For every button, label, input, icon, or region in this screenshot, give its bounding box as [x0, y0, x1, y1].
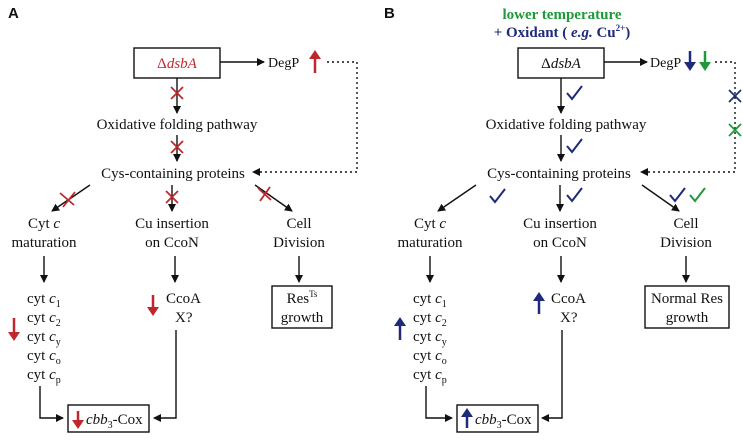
panel-a-cytc-label-2: maturation	[12, 235, 77, 251]
panel-b-degp-blue-down-arrow-icon	[684, 51, 696, 71]
panel-a-cyt-co: cyt co	[27, 348, 61, 367]
panel-a-cell-label-1: Cell	[287, 216, 312, 232]
panel-b-cyt-c1: cyt c1	[413, 291, 447, 310]
panel-b-green-check-icon	[689, 187, 706, 203]
panel-a-cytc-label-1: Cyt c	[28, 216, 60, 232]
panel-b-feedback-blue-block-mark	[728, 89, 742, 103]
panel-a-degp-label: DegP	[268, 56, 299, 71]
panel-a-cyt-cp: cyt cp	[27, 367, 61, 386]
panel-b-check-icon-3	[489, 188, 506, 204]
panel-a-res-label-2: growth	[281, 310, 324, 326]
panel-b-cu-label-2: on CcoN	[533, 235, 587, 251]
panel-a-ccoa-label: CcoA	[166, 291, 201, 307]
panel-b-dsba-text: ΔdsbA	[541, 56, 581, 72]
panel-b-cytc-label-1: Cyt c	[414, 216, 446, 232]
panel-b-cyt-cy: cyt cy	[413, 329, 447, 348]
panel-b-cytc-label-2: maturation	[398, 235, 463, 251]
panel-a-res-label-1: ResTs	[287, 289, 318, 307]
panel-a-cyt-cy: cyt cy	[27, 329, 61, 348]
panel-b-cell-label-1: Cell	[674, 216, 699, 232]
panel-a-x-label: X?	[175, 310, 193, 326]
panel-a-cu-label-2: on CcoN	[145, 235, 199, 251]
panel-b-arrow-cys-cytc	[437, 184, 477, 212]
panel-a-block-mark-3	[59, 191, 76, 208]
panel-a: A ΔdsbA DegP Oxidative folding pathway C…	[8, 5, 358, 433]
panel-a-res-box	[271, 285, 333, 329]
panel-b-label: B	[384, 5, 395, 22]
panel-b-cyt-list: cyt c1 cyt c2 cyt cy cyt co cyt cp	[413, 291, 447, 386]
panel-a-arrow-cys-cell	[254, 184, 293, 212]
panel-b-cys-label: Cys-containing proteins	[487, 166, 631, 182]
panel-b-cyt-cp: cyt cp	[413, 367, 447, 386]
panel-b-res-label-1: Normal Res	[651, 291, 723, 307]
panel-b-res-box	[644, 285, 730, 329]
panel-a-dotted-feedback-path	[254, 61, 358, 173]
panel-b: B lower temperature + Oxidant ( e.g. Cu2…	[384, 5, 742, 433]
panel-b-arrow-cys-cell	[641, 184, 680, 212]
panel-a-dsba-box	[133, 47, 221, 79]
panel-b-check-icon-2	[566, 138, 583, 154]
panel-b-cyt-co: cyt co	[413, 348, 447, 367]
panel-a-cyt-down-arrow-icon	[8, 318, 20, 341]
panel-a-degp-up-arrow-icon	[309, 50, 321, 73]
panel-b-line-cu-to-cox	[541, 330, 563, 422]
panel-a-cyt-list: cyt c1 cyt c2 cyt cy cyt co cyt cp	[27, 291, 61, 386]
panel-a-oxidative-label: Oxidative folding pathway	[97, 117, 258, 133]
panel-b-oxidative-label: Oxidative folding pathway	[486, 117, 647, 133]
panel-a-block-mark-5	[257, 186, 272, 202]
panel-a-dotted-arrowhead	[252, 168, 260, 176]
panel-a-block-mark-1	[170, 86, 184, 100]
panel-a-cbb3-down-arrow-icon	[72, 411, 84, 429]
panel-b-feedback-green-block-mark	[728, 123, 742, 137]
panel-b-ccoa-label: CcoA	[551, 291, 586, 307]
panel-b-dotted-arrowhead	[640, 168, 648, 176]
panel-b-cu-label-1: Cu insertion	[523, 216, 597, 232]
panel-a-cell-label-2: Division	[273, 235, 325, 251]
panel-a-label: A	[8, 5, 19, 22]
panel-b-cyt-c2: cyt c2	[413, 310, 447, 329]
panel-b-x-label: X?	[560, 310, 578, 326]
panel-b-check-icon-4	[566, 187, 583, 203]
panel-b-cbb3-up-arrow-icon	[461, 408, 473, 428]
panel-a-cyt-c1: cyt c1	[27, 291, 61, 310]
panel-b-dotted-feedback-path	[642, 61, 736, 173]
panel-b-cell-label-2: Division	[660, 235, 712, 251]
panel-b-header-line-1: lower temperature	[503, 7, 622, 23]
panel-a-cbb3-label: cbb3-Cox	[86, 412, 143, 431]
panel-b-cyt-up-arrow-icon	[394, 317, 406, 340]
panel-b-header-line-2: + Oxidant ( e.g. Cu2+)	[494, 23, 631, 41]
panel-b-cbb3-label: cbb3-Cox	[475, 412, 532, 431]
panel-a-ccoa-down-arrow-icon	[147, 295, 159, 316]
panel-a-line-cu-to-cox	[153, 330, 177, 422]
panel-a-cbb3-box	[67, 404, 150, 433]
panel-b-cbb3-box	[456, 404, 539, 433]
panel-a-cyt-c2: cyt c2	[27, 310, 61, 329]
panel-a-line-cyt-to-cox	[39, 386, 64, 422]
panel-b-degp-green-down-arrow-icon	[699, 51, 711, 71]
panel-b-line-cyt-to-cox	[425, 386, 453, 422]
panel-b-check-icon-1	[566, 85, 583, 101]
panel-b-ccoa-up-arrow-icon	[533, 292, 545, 314]
panel-b-res-label-2: growth	[666, 310, 709, 326]
panel-a-block-mark-4	[165, 190, 179, 204]
panel-a-dsba-text: ΔdsbA	[157, 56, 197, 72]
panel-b-degp-label: DegP	[650, 56, 681, 71]
panel-a-cu-label-1: Cu insertion	[135, 216, 209, 232]
panel-b-check-icon-5	[669, 187, 686, 203]
panel-a-cys-label: Cys-containing proteins	[101, 166, 245, 182]
panel-a-block-mark-2	[170, 140, 184, 154]
